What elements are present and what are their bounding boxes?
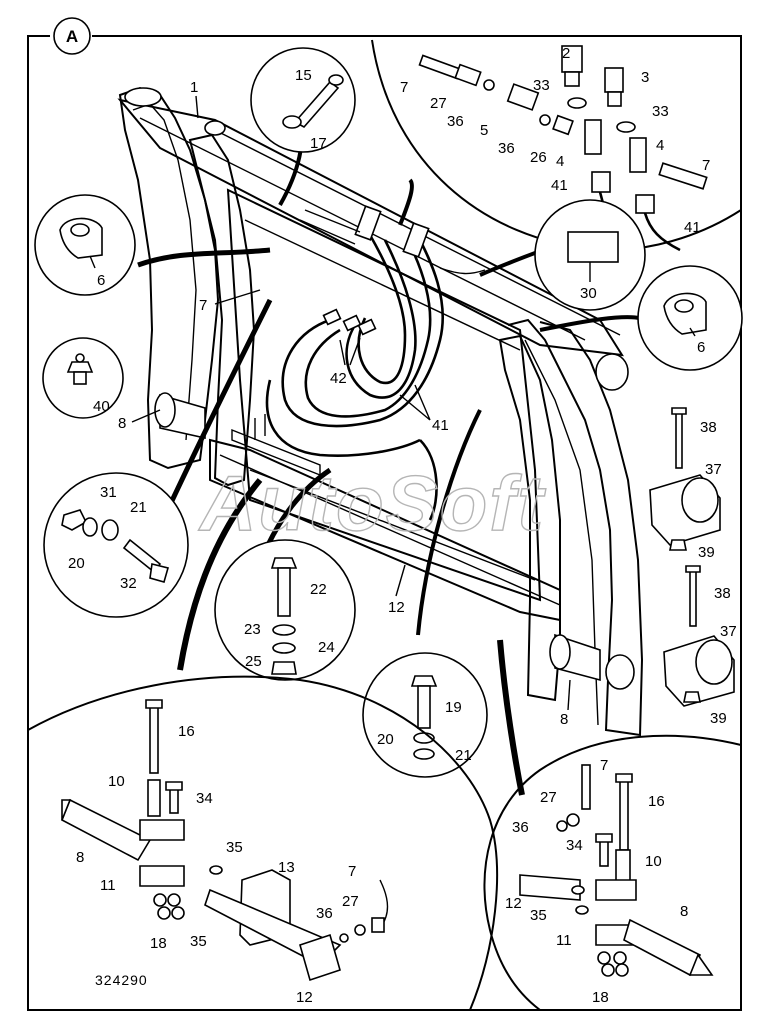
reference-number: 324290 [95, 972, 148, 988]
callout: 39 [698, 544, 715, 561]
callout: 5 [480, 122, 488, 139]
detail-pivot-right [649, 407, 735, 707]
detail-bolt-center [214, 539, 356, 681]
callout: 41 [551, 177, 568, 194]
callout: 8 [680, 903, 688, 920]
callout: 33 [533, 77, 550, 94]
hydraulic-hoses [265, 234, 445, 521]
callout: 21 [455, 747, 472, 764]
callout: 37 [705, 461, 722, 478]
callout: 11 [100, 877, 116, 894]
callout: 40 [93, 398, 110, 415]
detail-plate [534, 199, 646, 311]
callout: 12 [388, 599, 405, 616]
callout: 21 [130, 499, 147, 516]
callout: 4 [656, 137, 664, 154]
figure-tag-label: A [66, 27, 78, 46]
callout-labels: 1 7 8 8 12 41 42 2 3 4 4 5 7 7 26 27 33 … [68, 45, 737, 1006]
callout: 18 [150, 935, 167, 952]
main-carriage [117, 86, 644, 737]
callout: 18 [592, 989, 609, 1006]
callout: 41 [684, 219, 701, 236]
callout: 7 [600, 757, 608, 774]
callout: 35 [530, 907, 547, 924]
right-pivot-pin [549, 633, 601, 682]
callout: 27 [430, 95, 447, 112]
callout: 15 [295, 67, 312, 84]
detail-clamp-right [637, 265, 743, 371]
callout: 26 [530, 149, 547, 166]
detail-bottom-left [27, 675, 499, 1011]
callout: 13 [278, 859, 295, 876]
callout: 20 [377, 731, 394, 748]
callout: 10 [108, 773, 125, 790]
callout: 6 [697, 339, 705, 356]
detail-bolt-small [362, 652, 488, 778]
callout: 31 [100, 484, 117, 501]
detail-fitting [42, 337, 124, 419]
callout: 22 [310, 581, 327, 598]
callout: 27 [342, 893, 359, 910]
callout: 23 [244, 621, 261, 638]
callout: 8 [560, 711, 568, 728]
callout: 32 [120, 575, 137, 592]
callout: 36 [512, 819, 529, 836]
callout: 7 [199, 297, 207, 314]
callout: 39 [710, 710, 727, 727]
callout: 24 [318, 639, 335, 656]
callout: 42 [330, 370, 347, 387]
frame-border [27, 35, 742, 1011]
hose-fittings [322, 308, 377, 336]
callout: 2 [562, 45, 570, 62]
watermark: AutoSoft [198, 459, 546, 547]
callout: 4 [556, 153, 564, 170]
callout: 6 [97, 272, 105, 289]
callout: 36 [316, 905, 333, 922]
callout: 1 [190, 79, 198, 96]
detail-bottom-right [483, 734, 742, 1011]
callout: 27 [540, 789, 557, 806]
callout: 7 [400, 79, 408, 96]
callout: 3 [641, 69, 649, 86]
callout: 36 [498, 140, 515, 157]
callout: 38 [714, 585, 731, 602]
detail-clamp-left [34, 194, 136, 296]
callout: 35 [190, 933, 207, 950]
callout: 8 [76, 849, 84, 866]
callout: 35 [226, 839, 243, 856]
left-pivot-pin [154, 392, 206, 439]
callout: 34 [566, 837, 583, 854]
callout: 33 [652, 103, 669, 120]
callout: 19 [445, 699, 462, 716]
callout: 8 [118, 415, 126, 432]
callout: 16 [178, 723, 195, 740]
callout: 7 [702, 157, 710, 174]
callout: 20 [68, 555, 85, 572]
callout: 34 [196, 790, 213, 807]
callout: 17 [310, 135, 327, 152]
detail-bolt-left [43, 472, 189, 618]
callout: 7 [348, 863, 356, 880]
callout: 30 [580, 285, 597, 302]
callout: 16 [648, 793, 665, 810]
callout: 12 [296, 989, 313, 1006]
callout: 11 [556, 932, 572, 949]
detail-pin [250, 47, 356, 153]
callout: 25 [245, 653, 262, 670]
callout: 38 [700, 419, 717, 436]
callout: 41 [432, 417, 449, 434]
callout: 37 [720, 623, 737, 640]
callout: 12 [505, 895, 522, 912]
top-valve-blocks [299, 205, 430, 258]
callout: 36 [447, 113, 464, 130]
leader-lines [137, 119, 641, 796]
callout: 10 [645, 853, 662, 870]
figure-tag: A [53, 17, 91, 55]
